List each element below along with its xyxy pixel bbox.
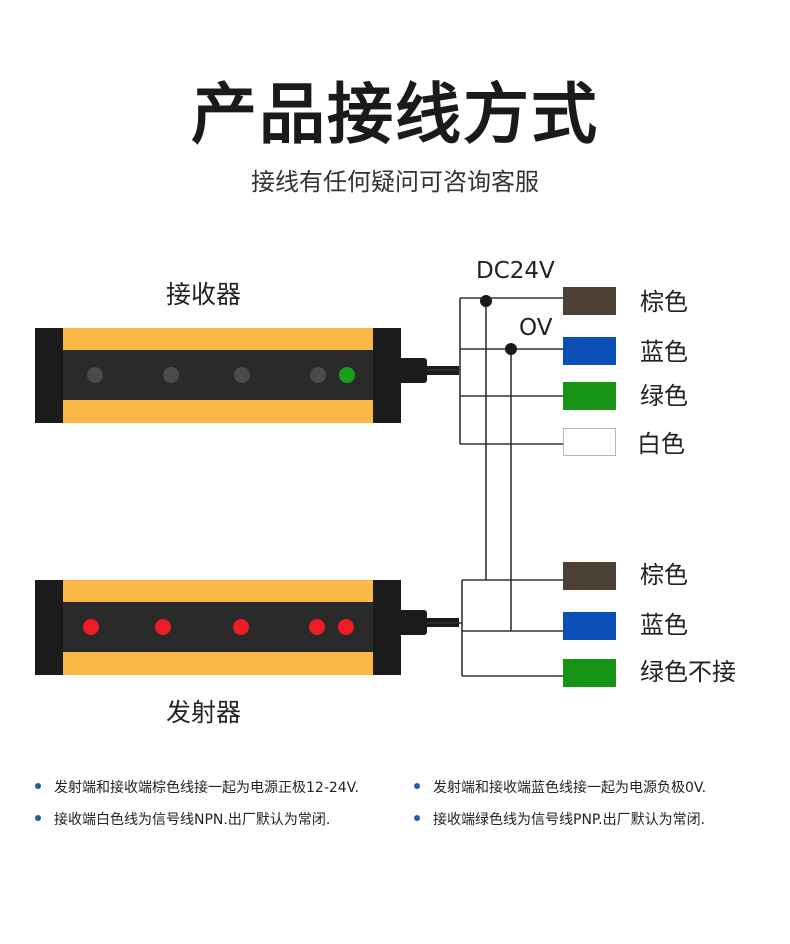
positive-junction-dot: [480, 295, 492, 307]
emitter-led-4: [309, 619, 325, 635]
emitter-connector: [401, 610, 427, 635]
bullet-icon: [35, 815, 41, 821]
emitter-led-2: [155, 619, 171, 635]
emitter-bar: [35, 580, 459, 675]
positive-voltage-label: DC24V: [476, 258, 555, 284]
emitter-wire-label-green: 绿色不接: [640, 658, 736, 686]
note-item: 发射端和接收端蓝色线接一起为电源负极0V.: [414, 781, 706, 795]
receiver-wire-swatch-white: [563, 428, 616, 456]
emitter-wire-swatch-blue: [563, 612, 616, 640]
emitter-led-5: [338, 619, 354, 635]
bullet-icon: [414, 815, 420, 821]
emitter-wire-label-blue: 蓝色: [640, 611, 688, 639]
note-text: 接收端白色线为信号线NPN.出厂默认为常闭.: [54, 812, 331, 828]
receiver-wire-label-brown: 棕色: [640, 288, 688, 316]
emitter-wire-label-brown: 棕色: [640, 561, 688, 589]
receiver-connector: [401, 358, 427, 383]
negative-junction-dot: [505, 343, 517, 355]
note-text: 接收端绿色线为信号线PNP.出厂默认为常闭.: [433, 812, 706, 828]
receiver-wire-label-blue: 蓝色: [640, 338, 688, 366]
receiver-label: 接收器: [166, 280, 242, 309]
note-text: 发射端和接收端棕色线接一起为电源正极12-24V.: [54, 780, 359, 796]
receiver-wire-swatch-blue: [563, 337, 616, 365]
note-item: 接收端绿色线为信号线PNP.出厂默认为常闭.: [414, 813, 705, 827]
emitter-end-cap-right: [373, 580, 401, 675]
receiver-wire-label-green: 绿色: [640, 382, 688, 410]
receiver-wire-swatch-brown: [563, 287, 616, 315]
receiver-led-2: [163, 367, 179, 383]
emitter-wire-swatch-green: [563, 659, 616, 687]
negative-voltage-label: OV: [519, 315, 553, 341]
emitter-led-3: [233, 619, 249, 635]
note-text: 发射端和接收端蓝色线接一起为电源负极0V.: [433, 780, 707, 796]
receiver-end-cap-right: [373, 328, 401, 423]
page-subtitle: 接线有任何疑问可咨询客服: [251, 168, 539, 196]
emitter-led-1: [83, 619, 99, 635]
emitter-end-cap-left: [35, 580, 63, 675]
note-item: 发射端和接收端棕色线接一起为电源正极12-24V.: [35, 781, 359, 795]
bullet-icon: [35, 783, 41, 789]
bullet-icon: [414, 783, 420, 789]
emitter-label: 发射器: [166, 698, 242, 727]
page-title: 产品接线方式: [191, 76, 599, 153]
receiver-led-1: [87, 367, 103, 383]
note-item: 接收端白色线为信号线NPN.出厂默认为常闭.: [35, 813, 330, 827]
receiver-led-4: [310, 367, 326, 383]
receiver-bar: [35, 328, 459, 423]
receiver-end-cap-left: [35, 328, 63, 423]
emitter-wire-swatch-brown: [563, 562, 616, 590]
receiver-led-3: [234, 367, 250, 383]
receiver-wire-swatch-green: [563, 382, 616, 410]
receiver-led-5: [339, 367, 355, 383]
receiver-wire-label-white: 白色: [637, 430, 685, 458]
